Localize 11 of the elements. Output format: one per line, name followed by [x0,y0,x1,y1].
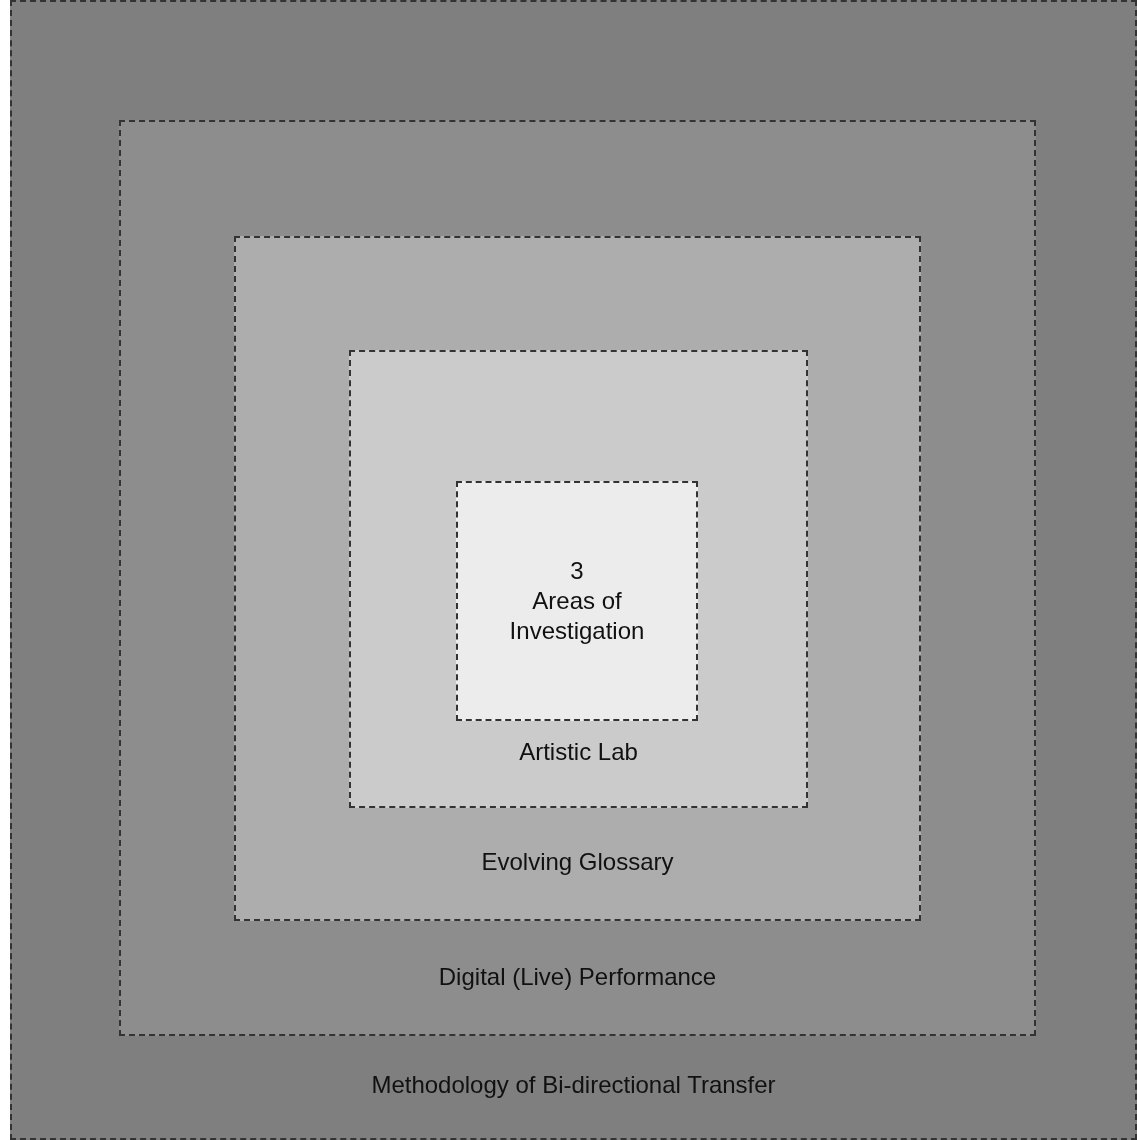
box-label: Evolving Glossary [481,847,674,877]
box-label: Methodology of Bi-directional Transfer [371,1070,776,1100]
box-label: Areas of Investigation [508,586,646,646]
box-label: Digital (Live) Performance [438,962,717,992]
dashed-box [456,481,698,721]
dashed-box [234,236,921,921]
dashed-box [10,0,1137,1140]
box-label: Artistic Lab [519,737,638,767]
box-label: 3 [570,556,584,586]
dashed-box [349,350,808,808]
dashed-box [119,120,1036,1036]
